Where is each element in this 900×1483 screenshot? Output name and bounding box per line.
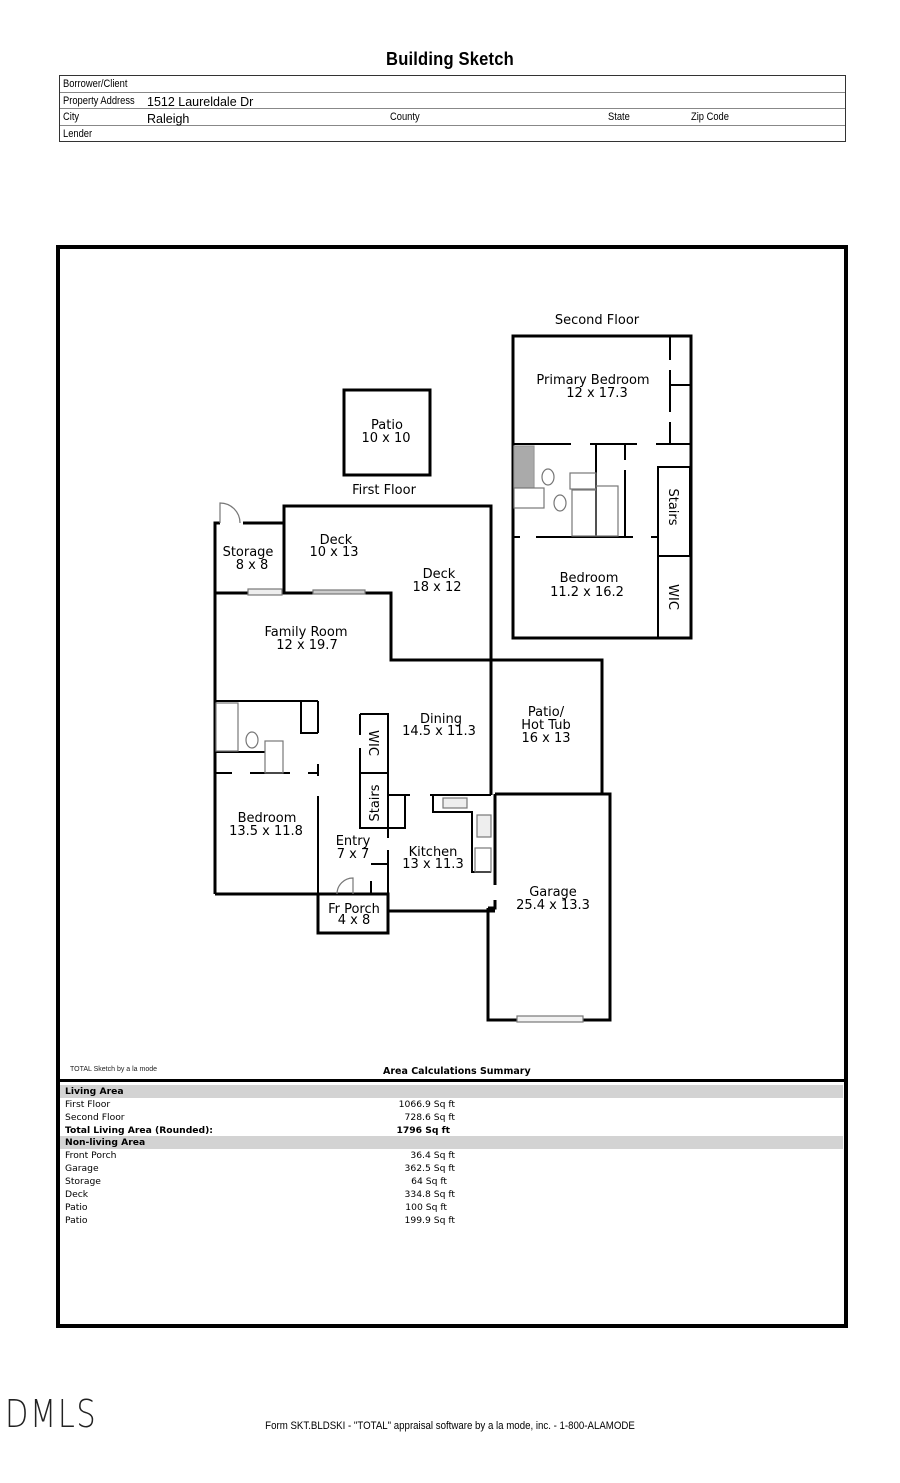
total-living-label: Total Living Area (Rounded): (65, 1125, 213, 1136)
summary-row-value: 1066.9 Sq ft (398, 1099, 455, 1110)
bedroom-upper-dims: 11.2 x 16.2 (550, 585, 624, 600)
stairs-upper-label: Stairs (665, 488, 680, 525)
state-label: State (608, 111, 630, 123)
front-porch-dims: 4 x 8 (338, 913, 371, 928)
borrower-label: Borrower/Client (63, 78, 128, 90)
summary-row-value: 199.9 Sq ft (404, 1215, 455, 1226)
front-porch-name: Fr Porch (328, 902, 380, 917)
page-title: Building Sketch (386, 49, 514, 69)
city-label: City (63, 111, 80, 123)
dmls-watermark-logo: DMLS (5, 1392, 98, 1436)
garage-name: Garage (529, 885, 577, 900)
second-floor-label: Second Floor (555, 313, 640, 328)
floor-plan-sketch: Second Floor Primary Bedroom 12 x 17.3 B… (213, 313, 693, 1023)
city-row: City Raleigh County State Zip Code (60, 109, 845, 126)
summary-row-value: 362.5 Sq ft (404, 1163, 455, 1174)
kitchen-name: Kitchen (409, 845, 458, 860)
county-label: County (390, 111, 420, 123)
family-room-dims: 12 x 19.7 (276, 638, 337, 653)
deck-small-name: Deck (320, 533, 353, 548)
sketch-frame (56, 245, 848, 1328)
summary-row-label: Patio (65, 1215, 88, 1226)
city-value: Raleigh (147, 112, 190, 126)
patio-name: Patio (371, 418, 403, 433)
dining-name: Dining (420, 712, 462, 727)
lender-label: Lender (63, 127, 93, 140)
property-header-table: Borrower/Client Property Address 1512 La… (59, 75, 846, 142)
garage-dims: 25.4 x 13.3 (516, 898, 590, 913)
entry-name: Entry (336, 834, 371, 849)
patio-hot-tub-dims: 16 x 13 (521, 731, 570, 746)
bedroom-lower-dims: 13.5 x 11.8 (229, 824, 303, 839)
sketch-credit: TOTAL Sketch by a la mode (70, 1066, 158, 1073)
primary-bedroom-dims: 12 x 17.3 (566, 386, 627, 401)
address-row: Property Address 1512 Laureldale Dr (60, 93, 845, 109)
living-area-header: Living Area (65, 1086, 124, 1097)
stairs-lower-label: Stairs (368, 784, 383, 821)
dining-dims: 14.5 x 11.3 (402, 724, 476, 739)
bedroom-lower-name: Bedroom (238, 811, 297, 826)
summary-row-label: Storage (65, 1176, 101, 1187)
summary-row-value: 728.6 Sq ft (404, 1112, 455, 1123)
summary-title: Area Calculations Summary (383, 1066, 531, 1077)
patio-outline (342, 388, 432, 477)
address-label: Property Address (63, 94, 135, 107)
patio-hot-tub-name2: Hot Tub (521, 718, 570, 733)
kitchen-dims: 13 x 11.3 (402, 857, 463, 872)
entry-dims: 7 x 7 (337, 847, 370, 862)
bedroom-upper-name: Bedroom (560, 571, 619, 586)
wic-upper-label: WIC (665, 584, 680, 610)
summary-divider (58, 1079, 846, 1082)
deck-small-dims: 10 x 13 (309, 545, 358, 560)
form-footer: Form SKT.BLDSKI - "TOTAL" appraisal soft… (265, 1420, 635, 1432)
storage-door-swing (219, 502, 241, 524)
patio-dims: 10 x 10 (361, 431, 410, 446)
primary-bedroom-name: Primary Bedroom (536, 373, 649, 388)
summary-row-label: Front Porch (65, 1150, 117, 1161)
patio-hot-tub-name1: Patio/ (528, 705, 565, 720)
first-floor-label: First Floor (352, 483, 416, 498)
storage-dims: 8 x 8 (236, 558, 269, 573)
family-room-name: Family Room (265, 625, 348, 640)
living-area-band (60, 1085, 843, 1098)
zip-label: Zip Code (691, 111, 729, 123)
entry-door-swing (336, 877, 354, 895)
summary-row-label: Garage (65, 1163, 99, 1174)
summary-row-label: Second Floor (65, 1112, 125, 1123)
summary-row-value: 334.8 Sq ft (404, 1189, 455, 1200)
nonliving-area-band (60, 1136, 843, 1149)
summary-row-label: First Floor (65, 1099, 111, 1110)
summary-row-label: Patio (65, 1202, 88, 1213)
borrower-row: Borrower/Client (60, 76, 845, 93)
summary-row-label: Deck (65, 1189, 89, 1200)
summary-row-value: 36.4 Sq ft (410, 1150, 455, 1161)
nonliving-area-header: Non-living Area (65, 1137, 146, 1148)
deck-large-name: Deck (423, 567, 456, 582)
total-living-value: 1796 Sq ft (396, 1125, 450, 1136)
wic-lower-label: WIC (365, 730, 380, 756)
deck-large-dims: 18 x 12 (412, 580, 461, 595)
address-value: 1512 Laureldale Dr (147, 94, 254, 109)
summary-row-value: 64 Sq ft (411, 1176, 447, 1187)
storage-name: Storage (223, 545, 274, 560)
lender-row: Lender (60, 126, 845, 143)
summary-row-value: 100 Sq ft (405, 1202, 447, 1213)
